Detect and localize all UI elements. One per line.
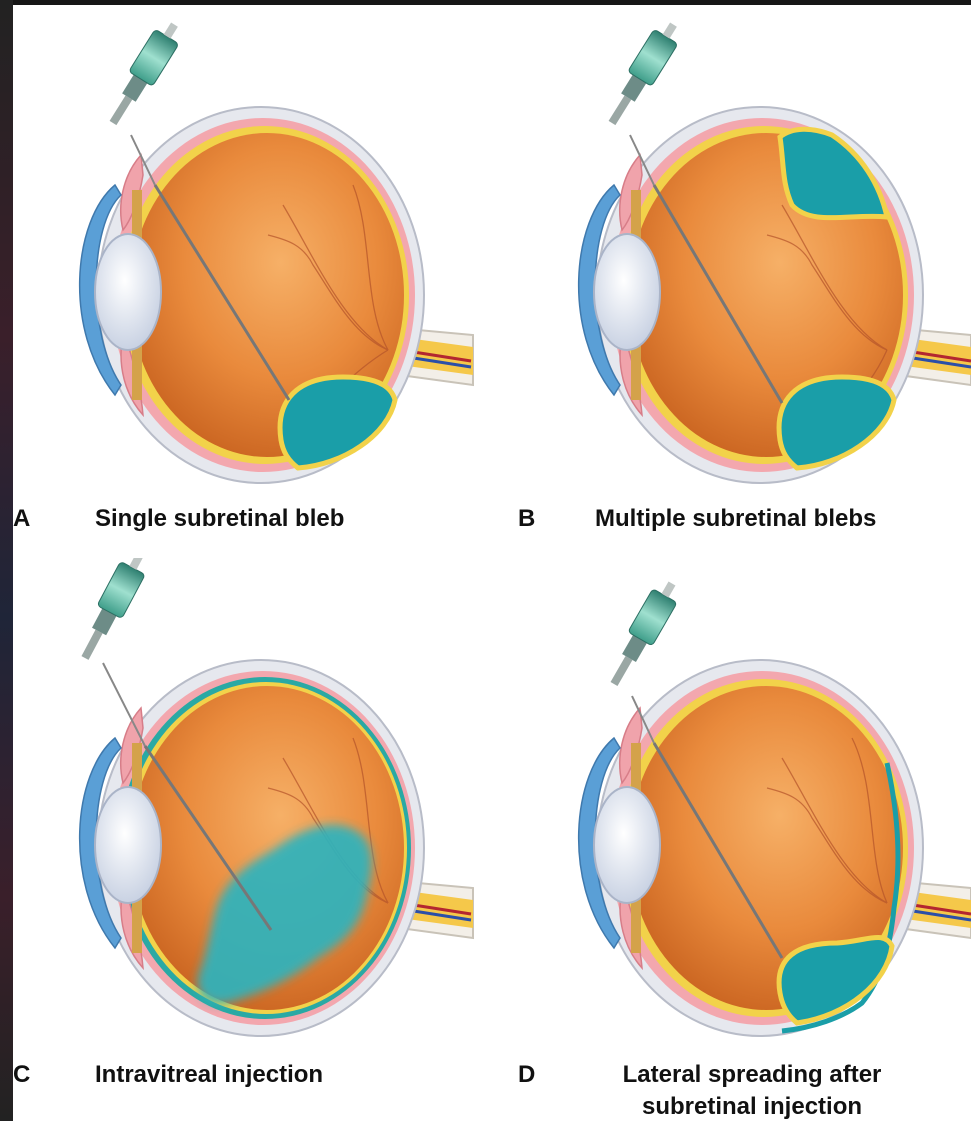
lens <box>95 234 161 350</box>
subretinal-bleb <box>280 377 395 468</box>
eye-injection-figure: A Single subretinal bleb <box>13 5 971 1121</box>
syringe <box>101 17 186 130</box>
subretinal-bleb-lower <box>779 377 894 468</box>
syringe <box>73 558 152 665</box>
panel-c: C Intravitreal injection <box>13 558 492 1111</box>
lens <box>594 787 660 903</box>
caption-d-line1: Lateral spreading after <box>592 1058 912 1091</box>
eye-diagram-d <box>492 558 971 1058</box>
eye-diagram-a <box>13 5 492 505</box>
panel-letter-d: D <box>518 1061 535 1089</box>
eye-diagram-b <box>492 5 971 505</box>
panel-letter-a: A <box>13 505 30 533</box>
caption-b: Multiple subretinal blebs <box>595 502 876 535</box>
caption-d-line2: subretinal injection <box>592 1090 912 1121</box>
panel-a: A Single subretinal bleb <box>13 5 492 558</box>
background-edge-left <box>0 0 13 1121</box>
subretinal-bleb-upper <box>780 129 887 218</box>
eye-diagram-c <box>13 558 492 1058</box>
syringe <box>600 17 685 130</box>
panel-letter-c: C <box>13 1061 30 1089</box>
needle <box>103 663 145 746</box>
panel-letter-b: B <box>518 505 535 533</box>
caption-a: Single subretinal bleb <box>95 502 344 535</box>
lens <box>95 787 161 903</box>
panel-b: B Multiple subretinal blebs <box>492 5 971 558</box>
caption-c: Intravitreal injection <box>95 1058 323 1091</box>
panel-d: D Lateral spreading after subretinal inj… <box>492 558 971 1111</box>
syringe <box>602 577 684 691</box>
lens <box>594 234 660 350</box>
subretinal-bleb <box>779 937 892 1023</box>
